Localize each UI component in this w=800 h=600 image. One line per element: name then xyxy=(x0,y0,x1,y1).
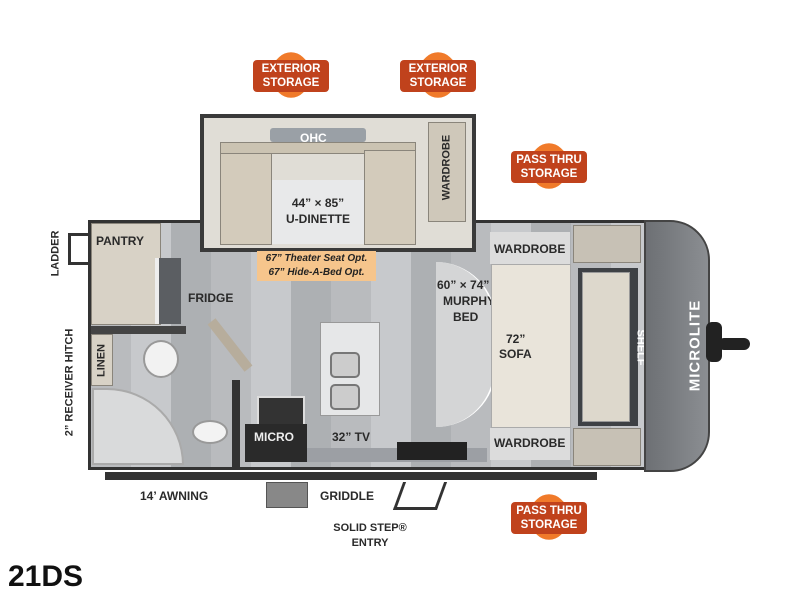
ladder-icon xyxy=(68,233,88,265)
murphy-label: MURPHY xyxy=(443,294,496,308)
fridge-label: FRIDGE xyxy=(188,291,234,305)
badge-line: EXTERIOR xyxy=(408,63,468,75)
stove xyxy=(257,396,305,426)
griddle-label: GRIDDLE xyxy=(320,489,374,503)
shower xyxy=(92,388,184,465)
model-name: 21DS xyxy=(8,560,84,593)
micro-label: MICRO xyxy=(254,430,294,444)
badge-line: STORAGE xyxy=(409,77,467,89)
entry-step xyxy=(392,482,448,510)
bath-wall xyxy=(91,326,186,334)
sofa-size-label: 72” xyxy=(506,332,526,346)
badge-line: STORAGE xyxy=(520,519,578,531)
sink-basin xyxy=(330,384,360,410)
hitch-label: 2” RECEIVER HITCH xyxy=(63,328,76,437)
pass-thru-storage-badge: PASS THRU STORAGE xyxy=(509,136,589,199)
fridge xyxy=(155,258,181,324)
dinette-seat-right xyxy=(364,150,416,245)
microwave xyxy=(245,424,307,462)
linen-label: LINEN xyxy=(95,344,108,377)
option-line: 67” Hide-A-Bed Opt. xyxy=(268,267,365,278)
dinette-size-label: 44” × 85” xyxy=(291,196,345,210)
linen-cabinet xyxy=(91,334,113,386)
option-line: 67” Theater Seat Opt. xyxy=(265,253,368,264)
dinette-table xyxy=(272,180,364,244)
exterior-storage-badge: EXTERIOR STORAGE xyxy=(251,45,331,108)
badge-line: STORAGE xyxy=(262,77,320,89)
option-note: 67” Theater Seat Opt. 67” Hide-A-Bed Opt… xyxy=(257,251,376,281)
front-cabinet-top xyxy=(573,225,641,263)
awning-rail xyxy=(105,472,597,480)
ohc-cabinet xyxy=(270,128,366,142)
pantry-label: PANTRY xyxy=(96,234,144,248)
toilet xyxy=(143,340,179,378)
dinette-seat-left xyxy=(220,150,272,245)
sofa xyxy=(491,264,571,428)
awning-label: 14’ AWNING xyxy=(140,489,209,503)
entry-label: SOLID STEP® xyxy=(333,522,407,534)
microlite-logo: MICROLITE xyxy=(686,299,704,392)
pass-thru-storage-badge: PASS THRU STORAGE xyxy=(509,487,589,550)
bath-sink xyxy=(192,420,228,444)
wardrobe-top xyxy=(490,232,570,264)
murphy-label: BED xyxy=(453,310,479,324)
badge-line: EXTERIOR xyxy=(261,63,321,75)
badge-line: PASS THRU xyxy=(516,154,582,166)
exterior-storage-badge: EXTERIOR STORAGE xyxy=(398,45,478,108)
bath-wall-right xyxy=(232,380,240,468)
slide-wardrobe-label: WARDROBE xyxy=(440,134,453,201)
front-cabinet-bottom xyxy=(573,428,641,466)
wardrobe-top-label: WARDROBE xyxy=(494,242,566,256)
badge-line: PASS THRU xyxy=(516,505,582,517)
tv-label: 32” TV xyxy=(332,430,371,444)
dinette-label: U-DINETTE xyxy=(286,212,350,226)
entry-label: ENTRY xyxy=(351,537,389,549)
exterior-griddle xyxy=(266,482,308,508)
ohc-label: OHC xyxy=(300,131,327,145)
sofa-label: SOFA xyxy=(499,347,532,361)
front-mattress xyxy=(582,272,630,422)
murphy-size-label: 60” × 74” xyxy=(437,278,490,292)
griddle-unit xyxy=(397,442,467,460)
hitch-coupler xyxy=(718,338,750,350)
wardrobe-bottom xyxy=(490,428,570,460)
sink-basin xyxy=(330,352,360,378)
slide-wardrobe xyxy=(428,122,466,222)
pantry xyxy=(91,223,161,325)
badge-line: STORAGE xyxy=(520,168,578,180)
hitch-jack xyxy=(706,322,722,362)
wardrobe-bottom-label: WARDROBE xyxy=(494,436,566,450)
ladder-label: LADDER xyxy=(49,230,62,277)
front-cap xyxy=(644,220,710,472)
